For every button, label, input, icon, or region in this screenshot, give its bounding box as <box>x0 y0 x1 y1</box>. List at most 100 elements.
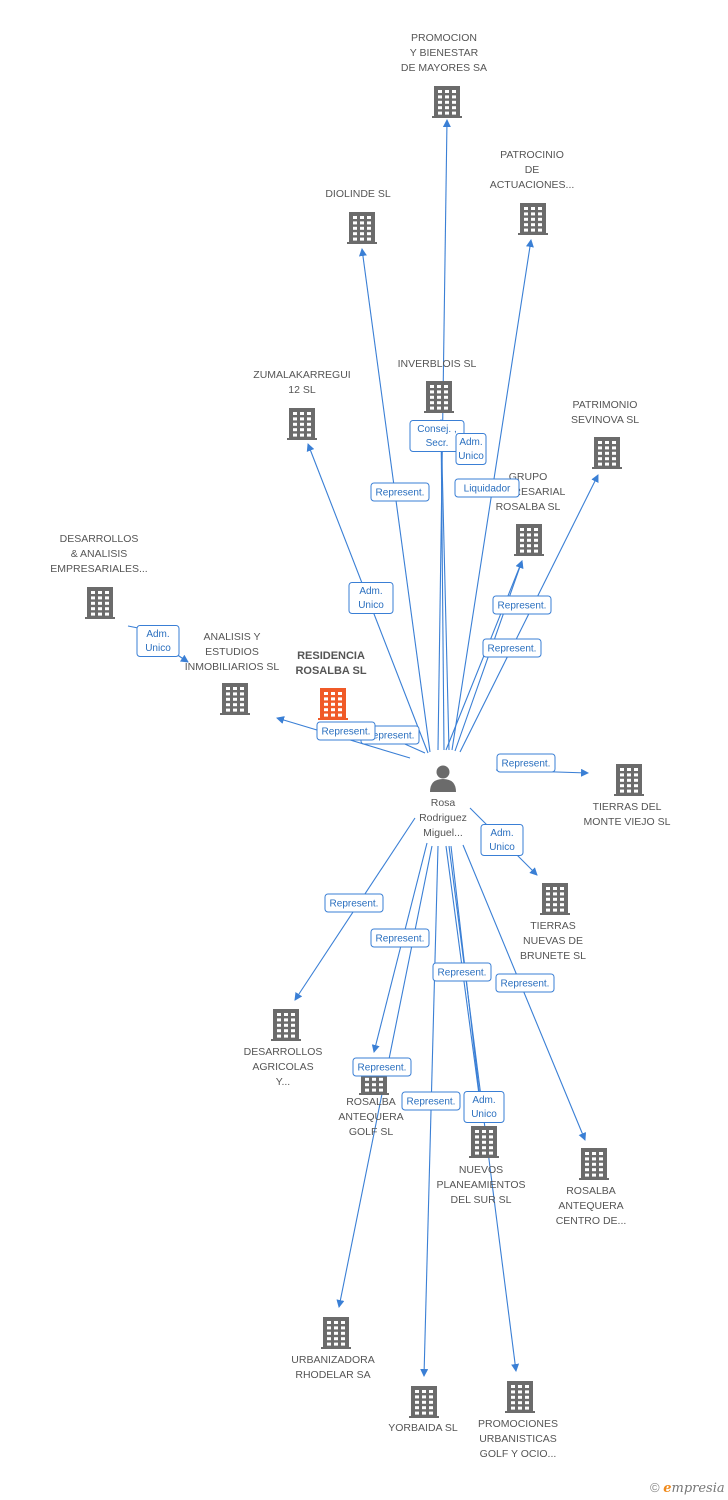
building-icon[interactable] <box>614 764 644 796</box>
building-icon[interactable] <box>505 1381 535 1413</box>
person-label-line: Rodriguez <box>419 812 467 824</box>
edge-label-inverblois-text: Consej. , <box>417 424 456 435</box>
building-icon[interactable] <box>469 1126 499 1158</box>
edge-label-diolinde[interactable]: Represent. <box>370 482 430 502</box>
company-label-patrocinio-line: DE <box>525 164 540 176</box>
company-label-tierras_monte-line: MONTE VIEJO SL <box>584 816 671 828</box>
company-label-tierras_brunete-line: BRUNETE SL <box>520 950 586 962</box>
building-icon[interactable] <box>592 437 622 469</box>
edge-label-inverblois[interactable]: Adm.Unico <box>455 433 487 465</box>
edge-label-nuevos[interactable]: Represent. <box>432 962 492 982</box>
company-node-urbanizadora[interactable]: URBANIZADORA RHODELAR SA <box>291 1317 375 1381</box>
building-icon[interactable] <box>271 1009 301 1041</box>
company-label-analisis-line: ESTUDIOS <box>205 646 259 658</box>
edge-label-tierras_brunete[interactable]: Adm.Unico <box>480 824 524 856</box>
building-icon[interactable] <box>347 212 377 244</box>
building-icon[interactable] <box>518 203 548 235</box>
company-label-rosalba_centro-line: CENTRO DE... <box>556 1215 627 1227</box>
edge-label-rosalba_golf[interactable]: Represent. <box>370 928 430 948</box>
building-icon[interactable] <box>579 1148 609 1180</box>
edge-label-urbanizadora-text: Represent. <box>358 1063 407 1074</box>
edge-label-patrimonio[interactable]: Represent. <box>482 638 542 658</box>
company-label-nuevos-line: PLANEAMIENTOS <box>436 1179 525 1191</box>
edge-label-zumalakarregui-text: Adm. <box>359 586 382 597</box>
edge-label-nuevos[interactable]: Adm.Unico <box>463 1091 505 1123</box>
company-label-zumalakarregui-line: ZUMALAKARREGUI <box>253 369 350 381</box>
company-label-urbanizadora-line: URBANIZADORA <box>291 1354 374 1366</box>
company-label-desarrollos_analisis-line: DESARROLLOS <box>60 533 139 545</box>
edge-label-grupo[interactable]: Represent. <box>492 595 552 615</box>
edge-label-analisis[interactable]: Represent. <box>316 721 376 741</box>
footer: © empresia <box>650 1480 725 1496</box>
edge-label-grupo-text: Liquidador <box>464 484 511 495</box>
company-node-yorbaida[interactable]: YORBAIDA SL <box>388 1386 458 1434</box>
edge-label-tierras_brunete-text: Unico <box>489 842 515 853</box>
edge-label-grupo[interactable]: Liquidador <box>454 478 520 498</box>
company-label-rosalba_golf-line: ROSALBA <box>346 1096 396 1108</box>
company-node-inverblois[interactable]: INVERBLOIS SL <box>398 358 477 413</box>
edge-label-rosalba_golf-text: Represent. <box>376 934 425 945</box>
building-icon[interactable] <box>85 587 115 619</box>
edge-label-yorbaida[interactable]: Represent. <box>401 1091 461 1111</box>
person-icon[interactable] <box>430 765 456 793</box>
empresia-logo[interactable]: empresia <box>663 1481 725 1496</box>
company-label-desarrollos_agricolas-line: Y... <box>276 1076 290 1088</box>
focus-building-icon[interactable] <box>318 688 348 720</box>
company-label-residencia-line: ROSALBA SL <box>295 665 366 677</box>
edge-label-tierras_monte-text: Represent. <box>502 759 551 770</box>
company-node-diolinde[interactable]: DIOLINDE SL <box>325 188 391 244</box>
building-icon[interactable] <box>424 381 454 413</box>
edge-label-analisis-text: Represent. <box>322 727 371 738</box>
edge-label-yorbaida-text: Represent. <box>407 1097 456 1108</box>
edge-label-inverblois[interactable]: Consej. ,Secr. <box>409 420 465 452</box>
company-label-promocion-line: DE MAYORES SA <box>401 62 487 74</box>
edge-label-tierras_monte[interactable]: Represent. <box>496 753 556 773</box>
building-icon[interactable] <box>409 1386 439 1418</box>
edge-label-desarrollos_agricolas[interactable]: Represent. <box>324 893 384 913</box>
building-icon[interactable] <box>432 86 462 118</box>
edge-label-desarrollos_analisis-to-analisis[interactable]: Adm.Unico <box>136 625 180 657</box>
company-label-patrimonio-line: PATRIMONIO <box>573 399 638 411</box>
edge-label-desarrollos_agricolas-text: Represent. <box>330 899 379 910</box>
edge-label-zumalakarregui[interactable]: Adm.Unico <box>348 582 394 614</box>
edge-label-nuevos-text: Unico <box>471 1109 497 1120</box>
edge-to-inverblois <box>437 419 450 751</box>
company-label-diolinde: DIOLINDE SL <box>325 188 391 200</box>
edge-label-rosalba_centro[interactable]: Represent. <box>495 973 555 993</box>
company-label-promociones_golf-line: PROMOCIONES <box>478 1418 558 1430</box>
building-icon[interactable] <box>321 1317 351 1349</box>
company-label-urbanizadora-line: RHODELAR SA <box>295 1369 370 1381</box>
edge-label-urbanizadora[interactable]: Represent. <box>352 1057 412 1077</box>
company-label-analisis-line: INMOBILIARIOS SL <box>185 661 280 673</box>
edge-label-desarrollos_analisis-to-analisis-text: Adm. <box>146 629 169 640</box>
person-label-line: Miguel... <box>423 827 463 839</box>
company-label-inverblois: INVERBLOIS SL <box>398 358 477 370</box>
company-label-yorbaida-line: YORBAIDA SL <box>388 1422 458 1434</box>
building-icon[interactable] <box>514 524 544 556</box>
building-icon[interactable] <box>540 883 570 915</box>
company-label-promocion-line: Y BIENESTAR <box>410 47 479 59</box>
building-icon[interactable] <box>220 683 250 715</box>
edge-label-inverblois-text: Unico <box>458 451 484 462</box>
building-icon[interactable] <box>287 408 317 440</box>
company-label-diolinde-line: DIOLINDE SL <box>325 188 391 200</box>
